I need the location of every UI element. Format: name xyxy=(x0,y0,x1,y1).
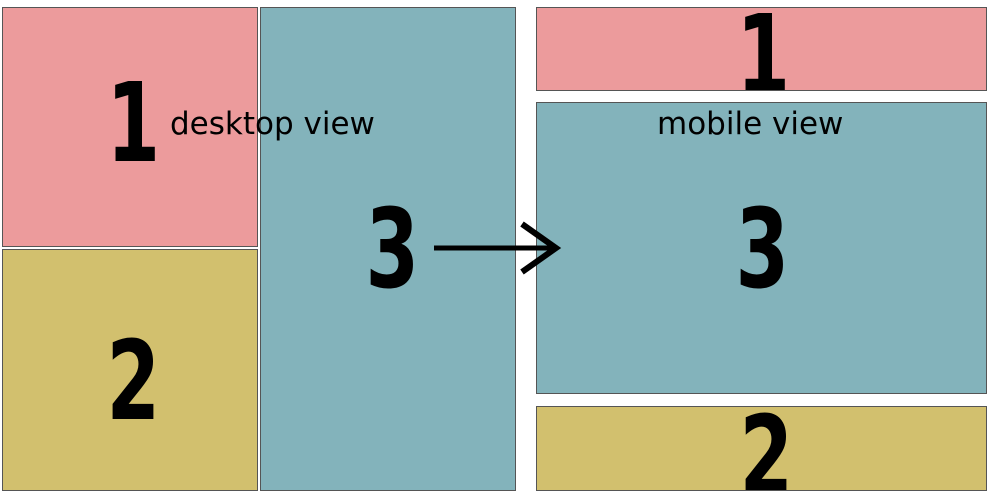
mobile-box-2: 2 xyxy=(536,406,987,491)
mobile-box-1-label: 1 xyxy=(736,7,791,91)
mobile-box-2-label: 2 xyxy=(739,406,794,491)
desktop-box-2-label: 2 xyxy=(106,317,161,445)
desktop-box-1-label: 1 xyxy=(106,59,161,187)
desktop-box-3-label: 3 xyxy=(365,185,420,313)
mobile-view-caption: mobile view xyxy=(657,106,844,142)
mobile-box-1: 1 xyxy=(536,7,987,91)
desktop-box-3: 3 xyxy=(260,7,516,491)
mobile-box-3-label: 3 xyxy=(735,185,790,313)
desktop-box-1: 1 xyxy=(2,7,258,247)
desktop-view-caption: desktop view xyxy=(170,106,375,142)
desktop-box-2: 2 xyxy=(2,249,258,491)
arrow-right-icon xyxy=(434,221,562,275)
mobile-box-3: 3 xyxy=(536,102,987,394)
